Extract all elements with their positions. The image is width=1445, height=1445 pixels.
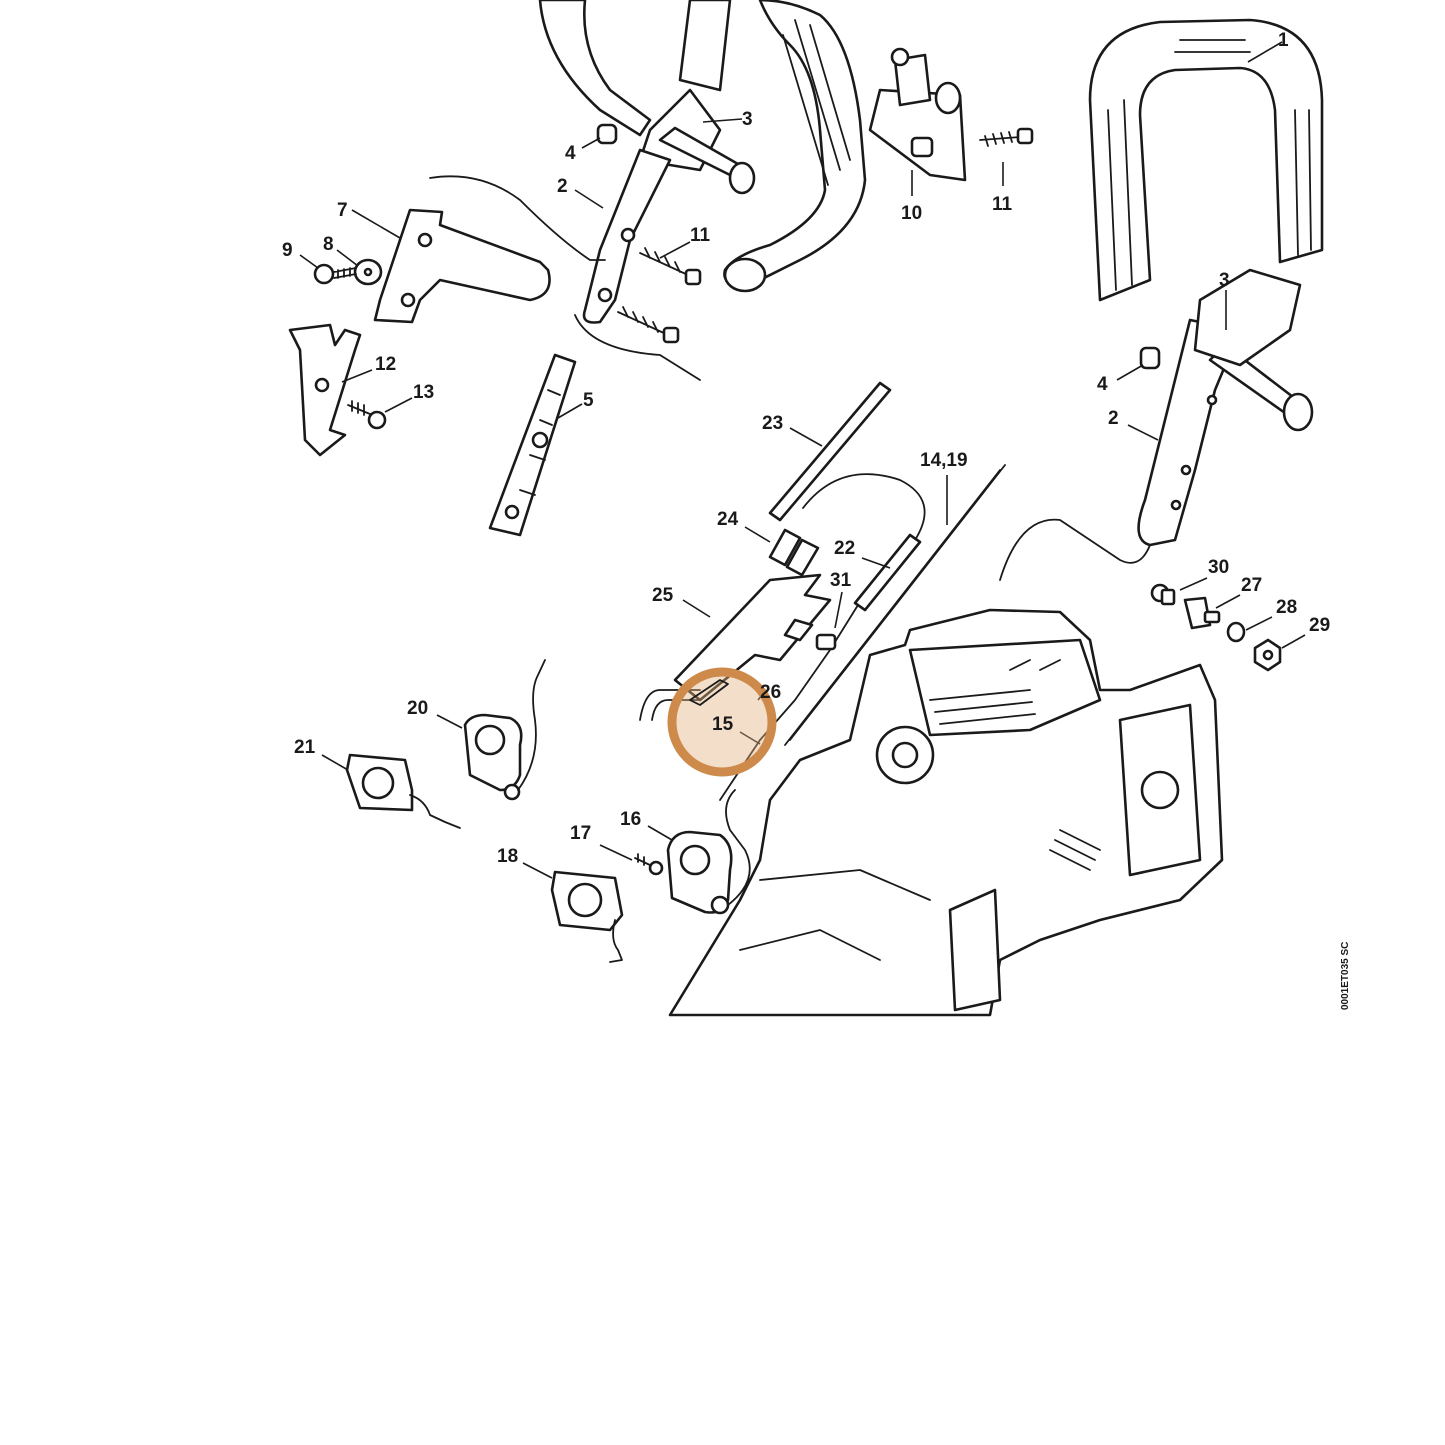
callout-17[interactable]: 17 [570,823,591,844]
callout-1[interactable]: 1 [1278,30,1289,51]
callout-4-left[interactable]: 4 [565,143,576,164]
callout-24[interactable]: 24 [717,509,739,530]
callout-10[interactable]: 10 [901,203,922,224]
part-17-screw[interactable] [634,853,664,876]
callout-26[interactable]: 26 [760,682,781,703]
part-14-19-wire[interactable] [784,464,1006,746]
part-12-bracket[interactable] [288,323,362,457]
callout-11-left[interactable]: 11 [690,225,711,246]
part-2-left-bracket[interactable] [582,148,672,324]
callout-28[interactable]: 28 [1276,597,1297,618]
part-13-screw[interactable] [347,400,387,430]
part-18-gasket[interactable] [550,870,624,963]
part-22-cable[interactable] [719,473,926,801]
part-24-sleeves[interactable] [768,528,820,577]
callout-14-19[interactable]: 14,19 [920,450,968,471]
callout-3-left[interactable]: 3 [742,109,753,130]
part-28-washer[interactable] [1226,621,1246,643]
callout-23[interactable]: 23 [762,413,783,434]
callout-4-right[interactable]: 4 [1097,374,1108,395]
part-16-clamp[interactable] [666,789,751,915]
callout-31[interactable]: 31 [830,570,852,591]
part-11-screw-right[interactable] [979,127,1034,147]
callout-11-right[interactable]: 11 [992,194,1013,215]
engine-housing [668,608,1224,1017]
callout-30[interactable]: 30 [1208,557,1229,578]
callout-20[interactable]: 20 [407,698,428,719]
part-4-left-bushing[interactable] [596,123,618,145]
part-3-left-handle[interactable] [538,0,867,293]
callout-13[interactable]: 13 [413,382,434,403]
callout-2-left[interactable]: 2 [557,176,568,197]
part-20-clamp[interactable] [463,659,546,801]
part-7-plate[interactable] [373,175,606,324]
callout-12[interactable]: 12 [375,354,396,375]
callout-21[interactable]: 21 [294,737,316,758]
callout-3-right[interactable]: 3 [1219,270,1230,291]
callout-9[interactable]: 9 [282,240,293,261]
callout-15[interactable]: 15 [712,714,734,735]
callout-8[interactable]: 8 [323,234,334,255]
part-29-nut[interactable] [1253,638,1282,672]
callout-27[interactable]: 27 [1241,575,1262,596]
part-26-spring[interactable] [639,689,701,721]
callout-22[interactable]: 22 [834,538,855,559]
part-23-rod[interactable] [768,381,892,522]
right-cable [999,518,1151,581]
part-5-rail[interactable] [488,353,577,537]
part-1-handlebar[interactable] [1088,18,1324,302]
part-2-right-bracket[interactable] [1137,268,1314,547]
part-4-right-bushing[interactable] [1139,346,1161,370]
callout-16[interactable]: 16 [620,809,641,830]
callout-18[interactable]: 18 [497,846,518,867]
leader-lines [299,41,1306,879]
part-15-highlight[interactable] [667,667,777,777]
part-8-washer[interactable] [353,258,383,286]
callout-labels: 1 3 4 2 3 4 2 7 8 9 10 11 11 12 13 5 23 … [282,30,1330,867]
drawing-code: 0001ET035 SC [1340,942,1351,1010]
part-11-screw-left[interactable] [574,247,702,381]
part-10-valve-block[interactable] [868,47,967,182]
callout-2-right[interactable]: 2 [1108,408,1119,429]
callout-5[interactable]: 5 [583,390,594,411]
part-9-screw[interactable] [313,263,357,285]
callout-25[interactable]: 25 [652,585,674,606]
part-27-valve[interactable] [1183,596,1221,630]
part-21-gasket[interactable] [345,753,461,829]
callout-29[interactable]: 29 [1309,615,1330,636]
callout-7[interactable]: 7 [337,200,348,221]
part-30-fitting[interactable] [1150,583,1176,606]
